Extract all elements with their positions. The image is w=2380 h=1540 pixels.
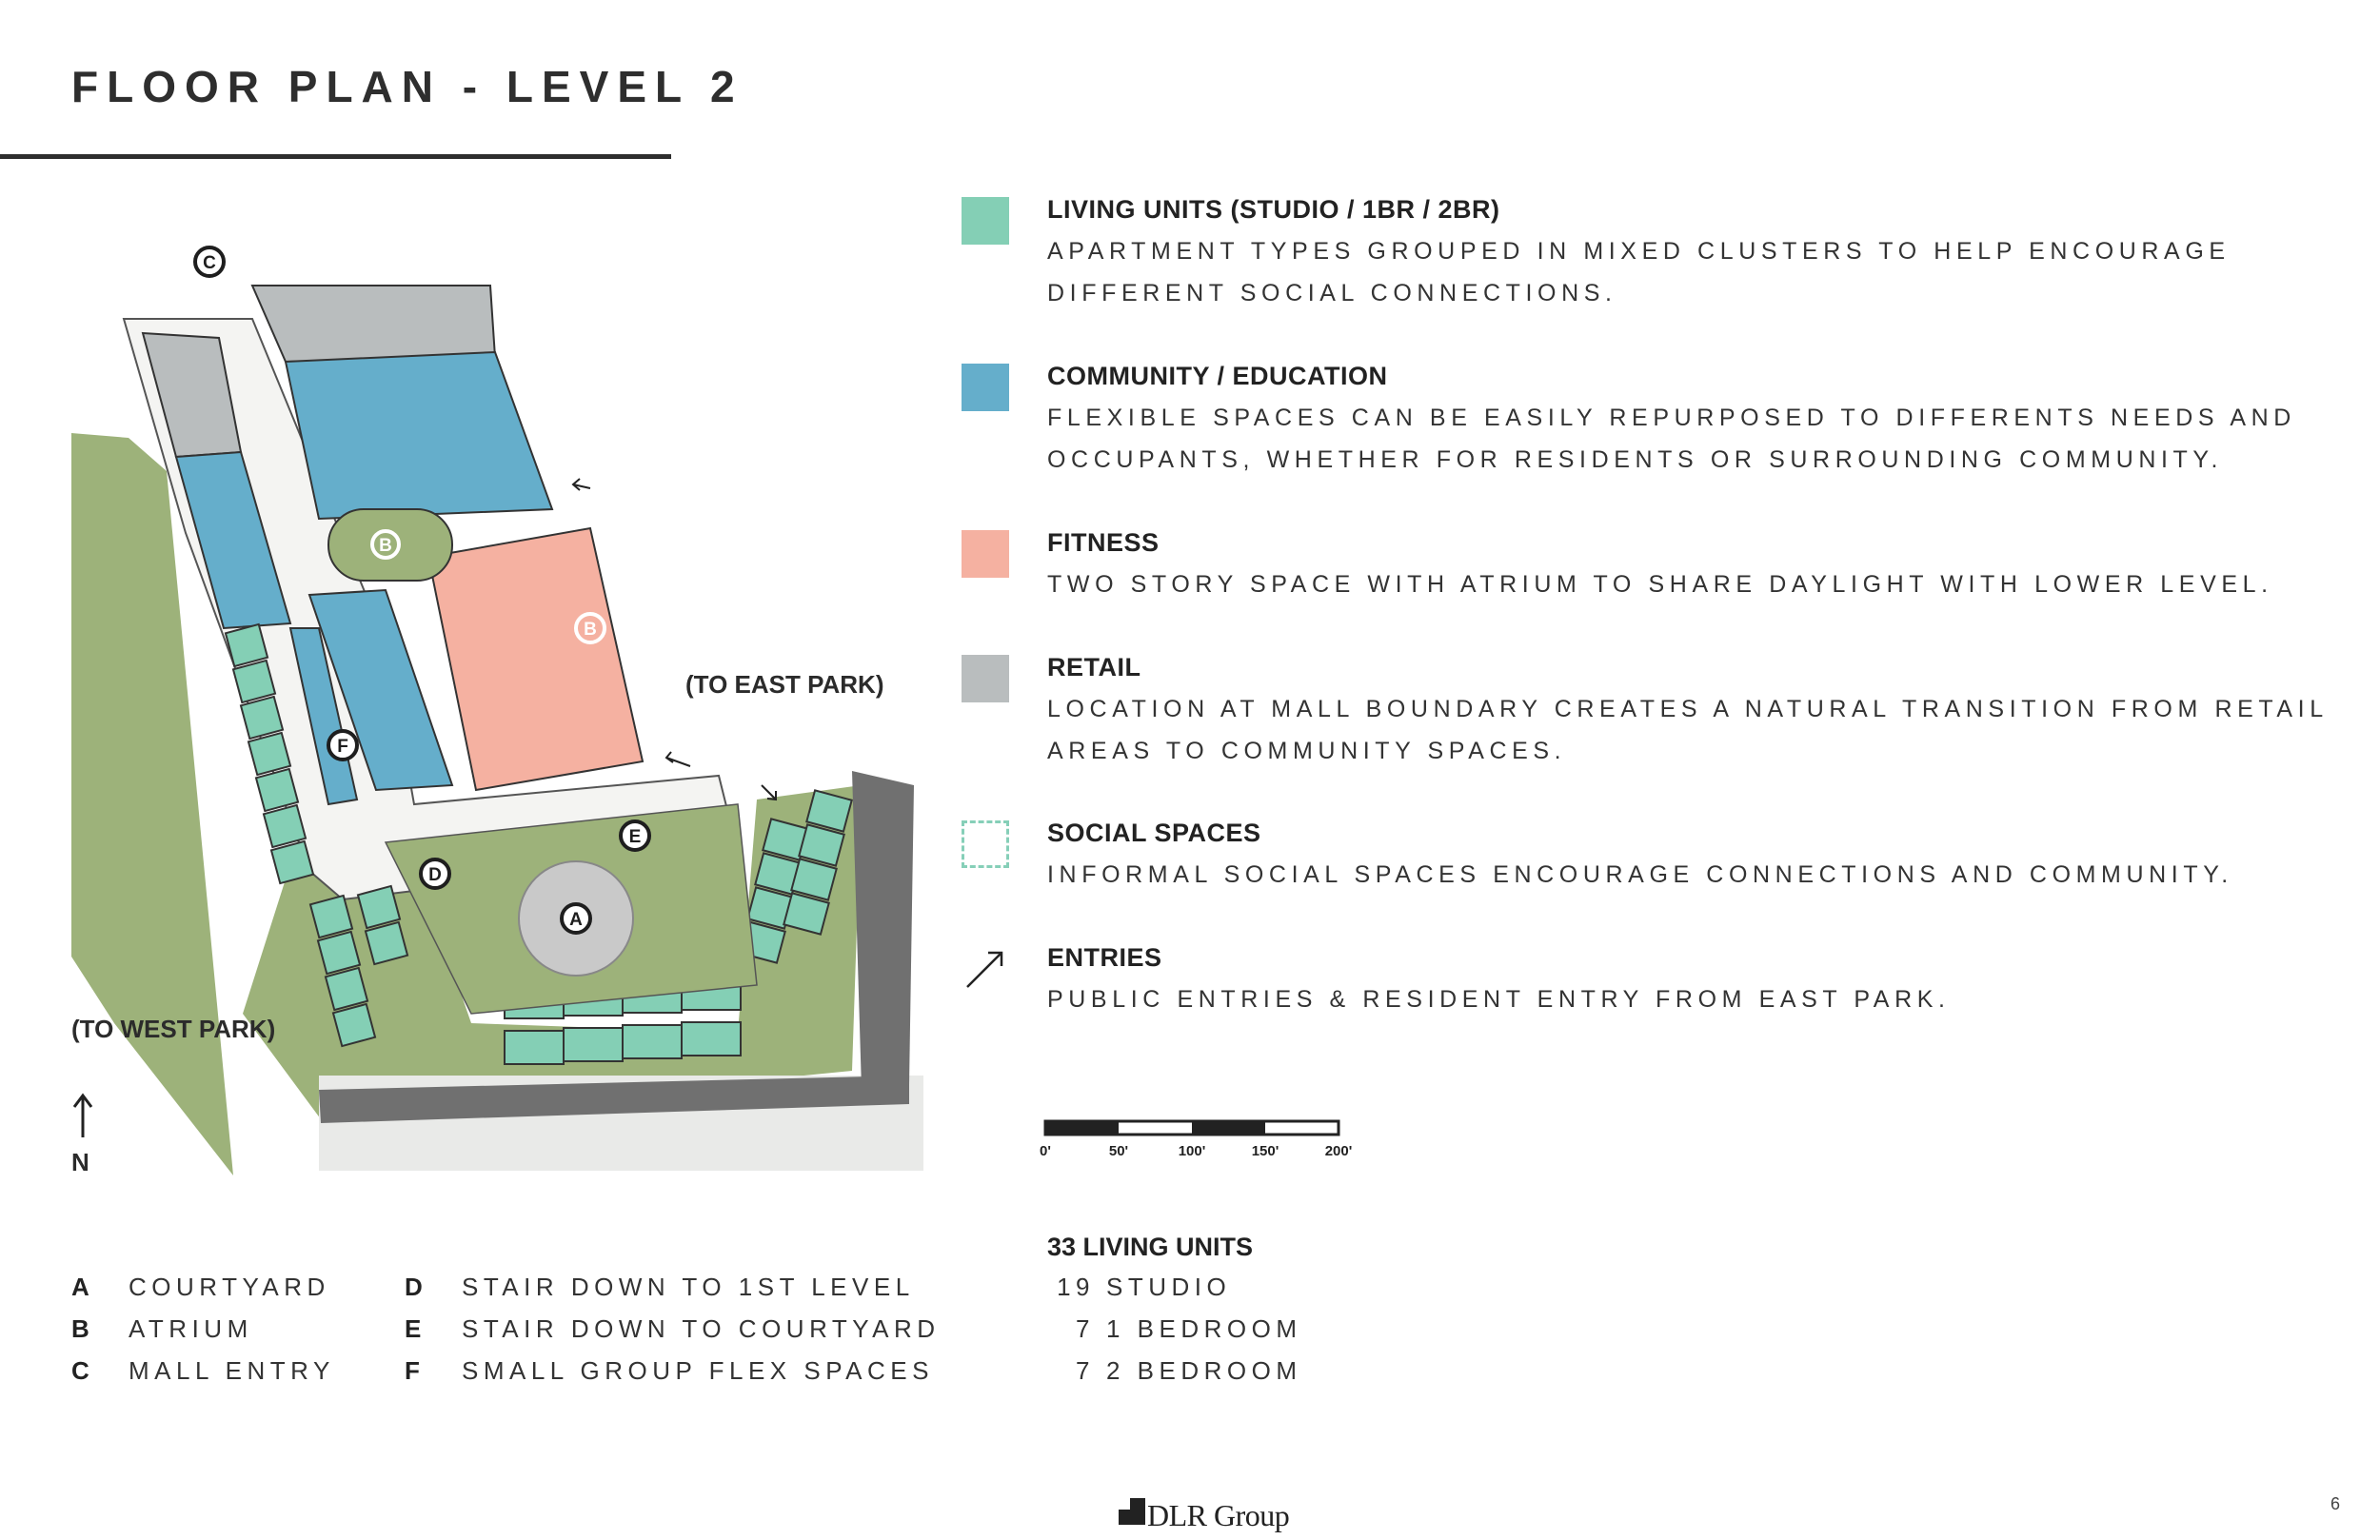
scale-bar: 0' 50' 100' 150' 200'	[1040, 1119, 1353, 1159]
unit-row: 7 2 BEDROOM	[1047, 1356, 1302, 1386]
dlr-group-logo: DLR Group	[1119, 1496, 1309, 1534]
unit-count: 7	[1076, 1314, 1095, 1343]
key-label: STAIR DOWN TO 1ST LEVEL	[462, 1273, 915, 1301]
key-label: MALL ENTRY	[129, 1356, 335, 1385]
entry-arrow-icon	[664, 751, 691, 767]
logo-text: DLR Group	[1147, 1498, 1290, 1532]
marker-b-atrium-label: B	[379, 536, 392, 556]
community-block-north	[284, 350, 554, 521]
key-label: COURTYARD	[129, 1273, 330, 1301]
to-east-park-label: (TO EAST PARK)	[685, 670, 883, 699]
marker-e-label: E	[629, 827, 642, 847]
legend-title: COMMUNITY / EDUCATION	[1047, 362, 1388, 390]
east-road	[852, 771, 914, 1090]
entry-arrow-icon	[761, 784, 777, 801]
marker-e: E	[619, 819, 651, 852]
marker-d-label: D	[428, 865, 442, 885]
community-swatch	[962, 364, 1009, 411]
key-item: E STAIR DOWN TO COURTYARD	[405, 1314, 941, 1344]
community-block-west	[174, 450, 292, 630]
marker-d: D	[419, 858, 451, 890]
fitness-block	[426, 526, 645, 792]
key-item: D STAIR DOWN TO 1ST LEVEL	[405, 1273, 915, 1302]
legend-description: FLEXIBLE SPACES CAN BE EASILY REPURPOSED…	[1047, 405, 2296, 473]
key-letter: B	[71, 1314, 89, 1343]
key-item: A COURTYARD	[71, 1273, 330, 1302]
marker-b-atrium: B	[370, 529, 401, 560]
unit-label: 2 BEDROOM	[1106, 1356, 1302, 1385]
fitness-swatch	[962, 530, 1009, 578]
legend-title: LIVING UNITS (STUDIO / 1BR / 2BR)	[1047, 195, 1500, 224]
unit-label: STUDIO	[1106, 1273, 1232, 1301]
key-letter: C	[71, 1356, 89, 1385]
legend-title: SOCIAL SPACES	[1047, 819, 1261, 847]
community-block-center	[307, 588, 454, 792]
legend-description: TWO STORY SPACE WITH ATRIUM TO SHARE DAY…	[1047, 571, 2273, 598]
retail-swatch	[962, 655, 1009, 702]
unit-count: 19	[1057, 1273, 1095, 1301]
marker-a-label: A	[569, 910, 583, 930]
unit-label: 1 BEDROOM	[1106, 1314, 1302, 1343]
key-letter: F	[405, 1356, 420, 1385]
key-label: STAIR DOWN TO COURTYARD	[462, 1314, 941, 1343]
marker-b-fitness: B	[574, 612, 606, 644]
title-underline	[0, 154, 671, 159]
marker-a: A	[560, 902, 592, 935]
key-label: SMALL GROUP FLEX SPACES	[462, 1356, 934, 1385]
logo-mark-icon	[1119, 1498, 1145, 1525]
atrium-oval	[327, 508, 453, 582]
scale-label: 0'	[1040, 1143, 1051, 1159]
units-title: 33 LIVING UNITS	[1047, 1233, 1254, 1261]
marker-f: F	[327, 729, 359, 761]
legend-title: ENTRIES	[1047, 943, 1162, 972]
living-units-west	[224, 622, 315, 885]
marker-f-label: F	[337, 737, 348, 757]
scale-label: 150'	[1252, 1143, 1279, 1159]
key-letter: D	[405, 1273, 423, 1301]
entry-arrow-icon	[966, 951, 1003, 988]
marker-b-fitness-label: B	[584, 620, 597, 640]
page-number: 6	[2330, 1494, 2341, 1513]
key-item: F SMALL GROUP FLEX SPACES	[405, 1356, 934, 1386]
key-letter: E	[405, 1314, 422, 1343]
entry-arrow-icon	[571, 478, 591, 491]
scale-label: 50'	[1109, 1143, 1128, 1159]
marker-c-label: C	[203, 253, 216, 273]
key-item: C MALL ENTRY	[71, 1356, 335, 1386]
key-label: ATRIUM	[129, 1314, 253, 1343]
marker-c: C	[193, 246, 226, 278]
north-label: N	[71, 1148, 89, 1176]
legend-description: LOCATION AT MALL BOUNDARY CREATES A NATU…	[1047, 696, 2328, 764]
key-item: B ATRIUM	[71, 1314, 253, 1344]
social-spaces-swatch	[962, 820, 1009, 868]
legend-title: FITNESS	[1047, 528, 1160, 557]
legend-description: APARTMENT TYPES GROUPED IN MIXED CLUSTER…	[1047, 238, 2231, 306]
legend-description: INFORMAL SOCIAL SPACES ENCOURAGE CONNECT…	[1047, 861, 2233, 888]
to-west-park-label: (TO WEST PARK)	[71, 1015, 275, 1043]
living-units-southwest	[308, 884, 409, 1048]
scale-label: 100'	[1179, 1143, 1206, 1159]
retail-block-north	[250, 285, 497, 364]
living-units-swatch	[962, 197, 1009, 245]
floor-plan-drawing: C B B F E D A (TO EAST PARK) (	[71, 195, 923, 1176]
south-road-edge	[319, 1076, 909, 1123]
legend-title: RETAIL	[1047, 653, 1141, 681]
west-landscape	[71, 433, 233, 1175]
scale-label: 200'	[1325, 1143, 1353, 1159]
page-title: FLOOR PLAN - LEVEL 2	[71, 62, 744, 111]
unit-row: 7 1 BEDROOM	[1047, 1314, 1302, 1344]
north-arrow-icon	[72, 1093, 93, 1137]
key-letter: A	[71, 1273, 89, 1301]
unit-count: 7	[1076, 1356, 1095, 1385]
legend-description: PUBLIC ENTRIES & RESIDENT ENTRY FROM EAS…	[1047, 986, 1951, 1013]
unit-row: 19 STUDIO	[1047, 1273, 1231, 1302]
